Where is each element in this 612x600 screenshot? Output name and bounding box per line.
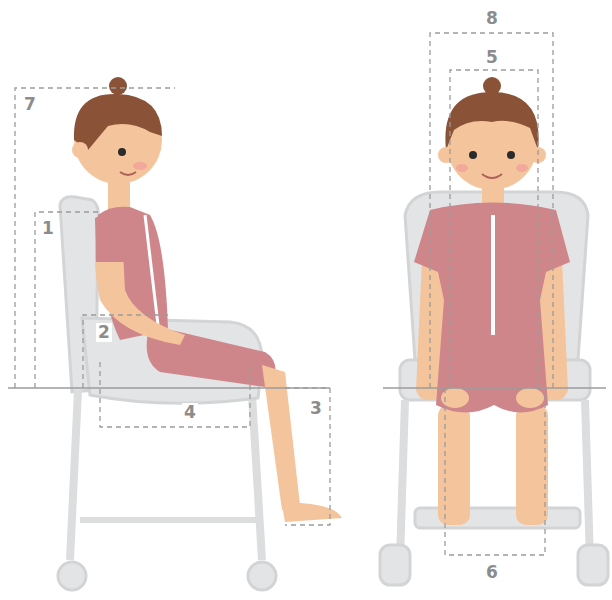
dimension-brackets: [15, 33, 553, 555]
callout-number: 1: [40, 219, 56, 238]
front-girl: [414, 77, 570, 525]
callout-number: 3: [308, 399, 324, 418]
callout-number: 8: [484, 9, 500, 28]
callout-number: 4: [182, 403, 198, 422]
callout-number: 2: [96, 323, 112, 342]
callout-number: 5: [484, 48, 500, 67]
side-chair: [58, 197, 276, 590]
side-girl: [72, 77, 342, 522]
front-chair: [380, 192, 608, 585]
callout-number: 7: [22, 95, 38, 114]
callout-number: 6: [484, 563, 500, 582]
